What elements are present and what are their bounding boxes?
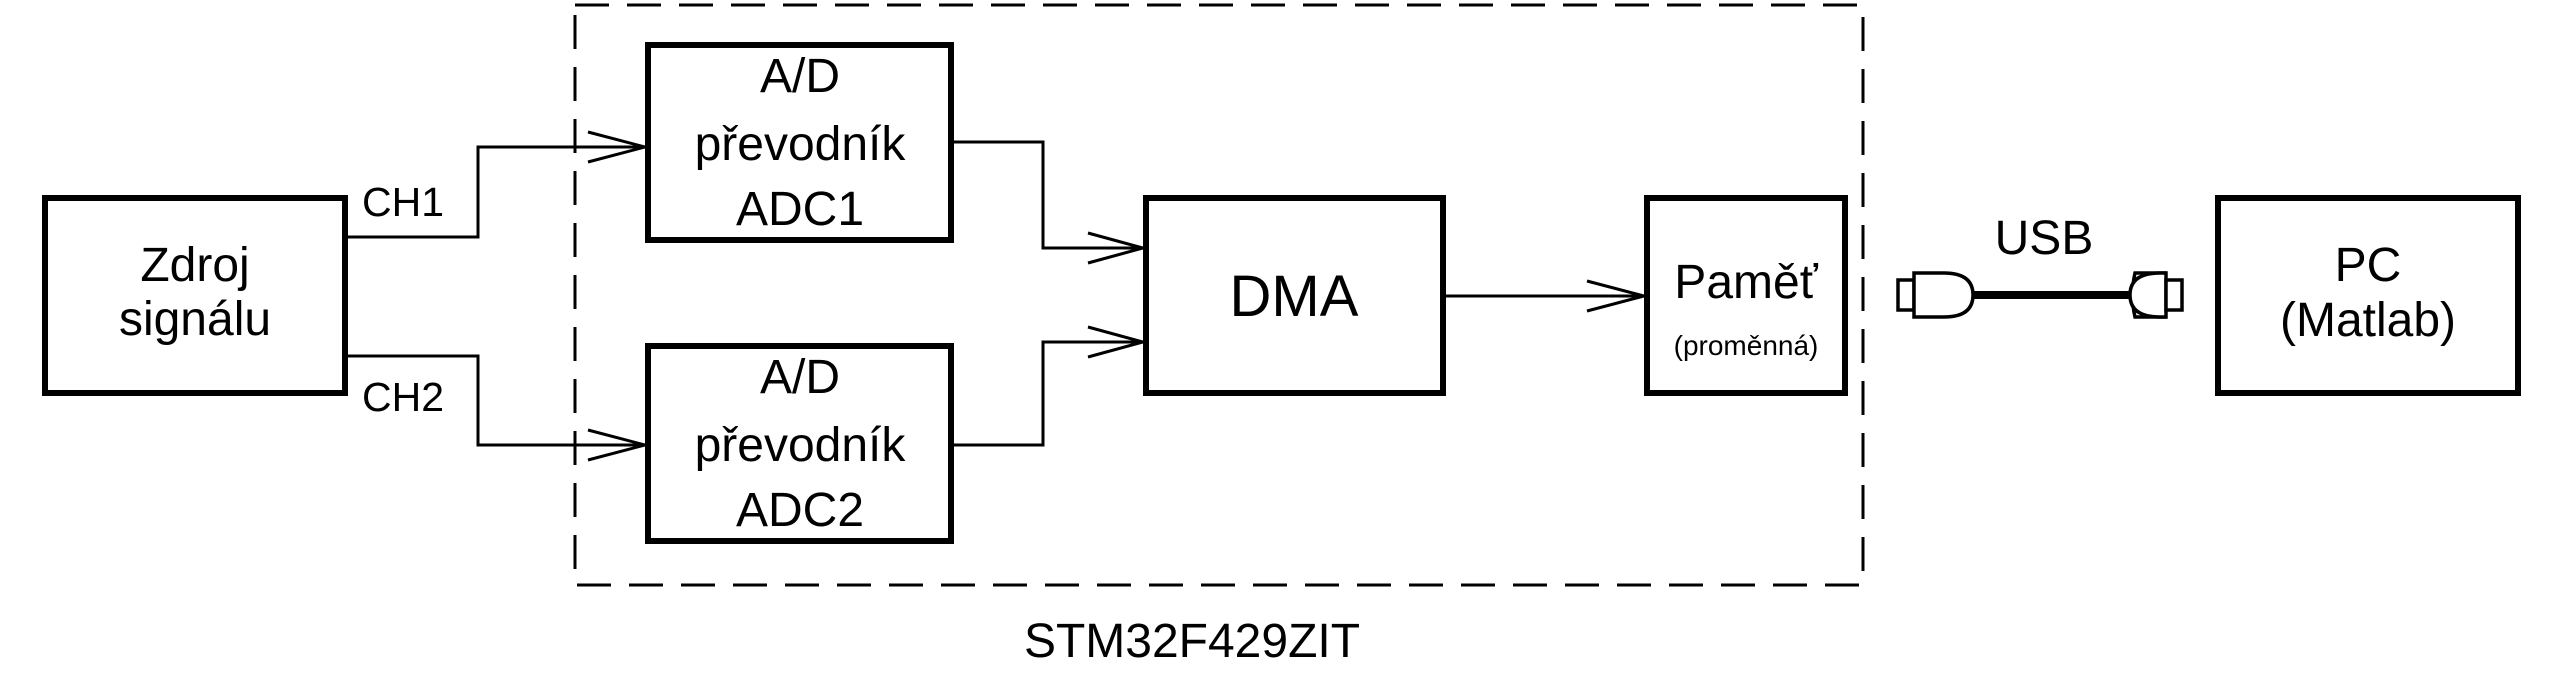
memory-block: Paměť (proměnná): [1644, 195, 1848, 396]
adc2-label-line2: převodník: [695, 419, 907, 472]
adc1-label-line2: převodník: [695, 118, 907, 171]
dma-to-memory-connection: [1443, 279, 1650, 313]
usb-plug-left-body: [1912, 271, 1975, 319]
dma-label: DMA: [1230, 264, 1359, 329]
adc2-to-dma-connection: [951, 325, 1149, 447]
usb-label: USB: [1995, 212, 2094, 265]
usb-plug-left-tip: [1896, 278, 1916, 312]
pc-label-line1: PC: [2335, 239, 2402, 292]
ch1-label: CH1: [362, 179, 444, 225]
signal-source-label-line2: signálu: [119, 293, 271, 346]
memory-label-line2: (proměnná): [1674, 330, 1819, 361]
mcu-boundary: [573, 3, 1865, 587]
adc2-label-line3: ADC2: [736, 484, 864, 537]
memory-label-line1: Paměť: [1674, 256, 1818, 309]
adc1-label-line3: ADC1: [736, 183, 864, 236]
mcu-label: STM32F429ZIT: [1024, 615, 1360, 668]
pc-label-line2: (Matlab): [2280, 294, 2456, 347]
ch2-label: CH2: [362, 374, 444, 420]
adc1-to-dma-connection: [951, 140, 1149, 265]
signal-source-block: Zdroj signálu: [42, 195, 348, 396]
adc2-block: A/D převodník ADC2: [645, 343, 954, 544]
adc2-label-line1: A/D: [760, 351, 840, 404]
usb-cable: [1896, 271, 2184, 319]
dma-block: DMA: [1143, 195, 1446, 396]
usb-plug-right-tip: [2164, 278, 2184, 312]
adc1-label-line1: A/D: [760, 50, 840, 103]
adc1-block: A/D převodník ADC1: [645, 42, 954, 243]
pc-block: PC (Matlab): [2215, 195, 2521, 396]
signal-source-label-line1: Zdroj: [140, 239, 249, 292]
